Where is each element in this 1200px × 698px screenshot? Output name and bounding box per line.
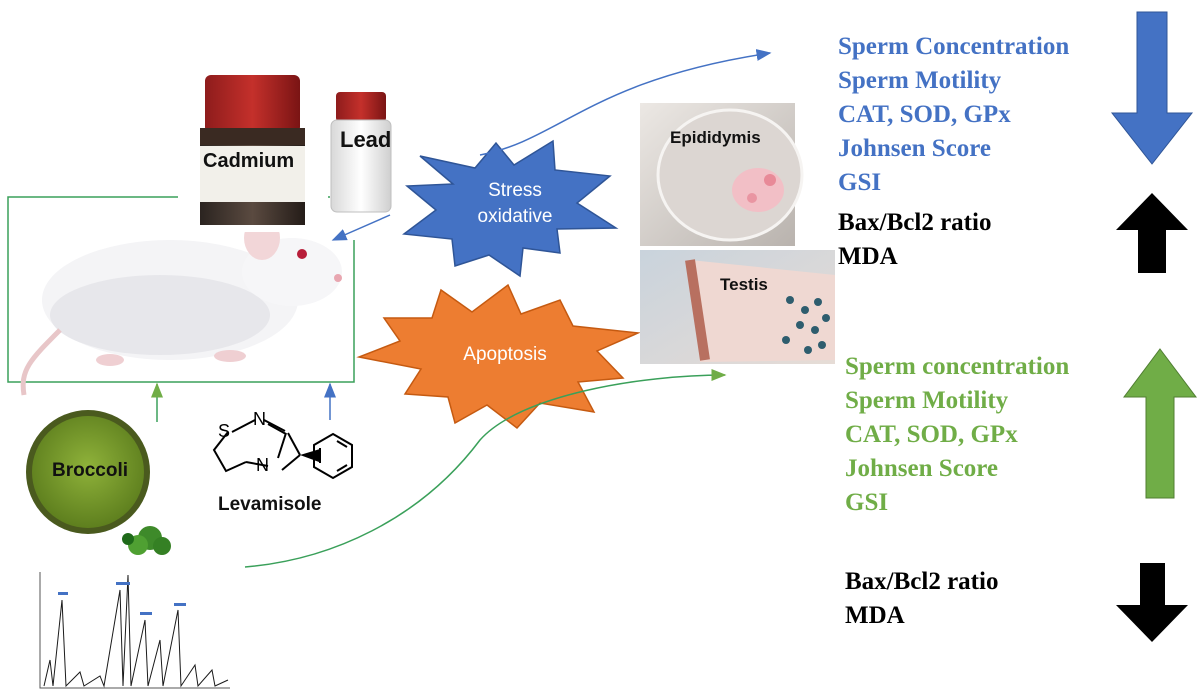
broccoli-label: Broccoli	[52, 460, 129, 481]
arrow-to-bottom-effects	[244, 369, 727, 568]
toxic-decreased-item: Johnsen Score	[838, 135, 992, 162]
arrow-to-top-effects	[479, 49, 772, 156]
protective-decreased-list: Bax/Bcl2 ratio MDA	[845, 565, 998, 633]
arrow-toxicants-to-rat	[331, 214, 391, 241]
stress-star-shape	[402, 139, 619, 278]
stress-oxidative-label: Stress oxidative	[460, 178, 570, 230]
atom-s-label: S	[218, 421, 231, 441]
protective-increased-item: Sperm Motility	[845, 387, 1009, 414]
protective-increased-item: Johnsen Score	[845, 455, 999, 482]
broccoli-image	[26, 410, 171, 555]
levamisole-label: Levamisole	[218, 494, 322, 515]
decrease-arrow-blue	[1110, 11, 1194, 165]
toxic-decreased-item: Sperm Concentration	[838, 33, 1070, 60]
testis-label: Testis	[720, 275, 768, 294]
increase-arrow-green	[1123, 348, 1197, 499]
lead-label: Lead	[340, 127, 392, 152]
apoptosis-star-shape	[356, 283, 641, 430]
protective-decreased-item: Bax/Bcl2 ratio	[845, 568, 999, 595]
atom-n2-label: N	[256, 455, 269, 475]
levamisole-structure	[212, 419, 353, 480]
cadmium-jar-image	[178, 60, 328, 232]
protective-increased-item: GSI	[845, 489, 889, 516]
testis-image	[640, 250, 835, 364]
atom-n1-label: N	[253, 409, 266, 429]
toxic-decreased-item: CAT, SOD, GPx	[838, 101, 1011, 128]
protective-increased-list: Sperm concentration Sperm Motility CAT, …	[845, 350, 1069, 520]
apoptosis-label: Apoptosis	[463, 344, 547, 365]
protective-decreased-item: MDA	[845, 602, 905, 629]
toxic-decreased-list: Sperm Concentration Sperm Motility CAT, …	[838, 30, 1069, 200]
epididymis-label: Epididymis	[670, 128, 761, 147]
rat-image	[20, 216, 342, 396]
stress-label-line2: oxidative	[477, 206, 553, 227]
toxic-decreased-item: Sperm Motility	[838, 67, 1002, 94]
cadmium-label: Cadmium	[203, 150, 295, 172]
epididymis-image	[640, 103, 804, 246]
stress-label-line1: Stress	[488, 180, 542, 201]
chromatogram-image	[30, 565, 235, 690]
toxic-increased-list: Bax/Bcl2 ratio MDA	[838, 206, 991, 274]
protective-increased-item: CAT, SOD, GPx	[845, 421, 1018, 448]
protective-increased-item: Sperm concentration	[845, 353, 1070, 380]
decrease-arrow-black	[1116, 563, 1188, 642]
toxic-decreased-item: GSI	[838, 169, 882, 196]
increase-arrow-black	[1116, 193, 1188, 273]
toxic-increased-item: MDA	[838, 243, 898, 270]
lead-bottle-image	[330, 90, 406, 240]
toxic-increased-item: Bax/Bcl2 ratio	[838, 209, 992, 236]
